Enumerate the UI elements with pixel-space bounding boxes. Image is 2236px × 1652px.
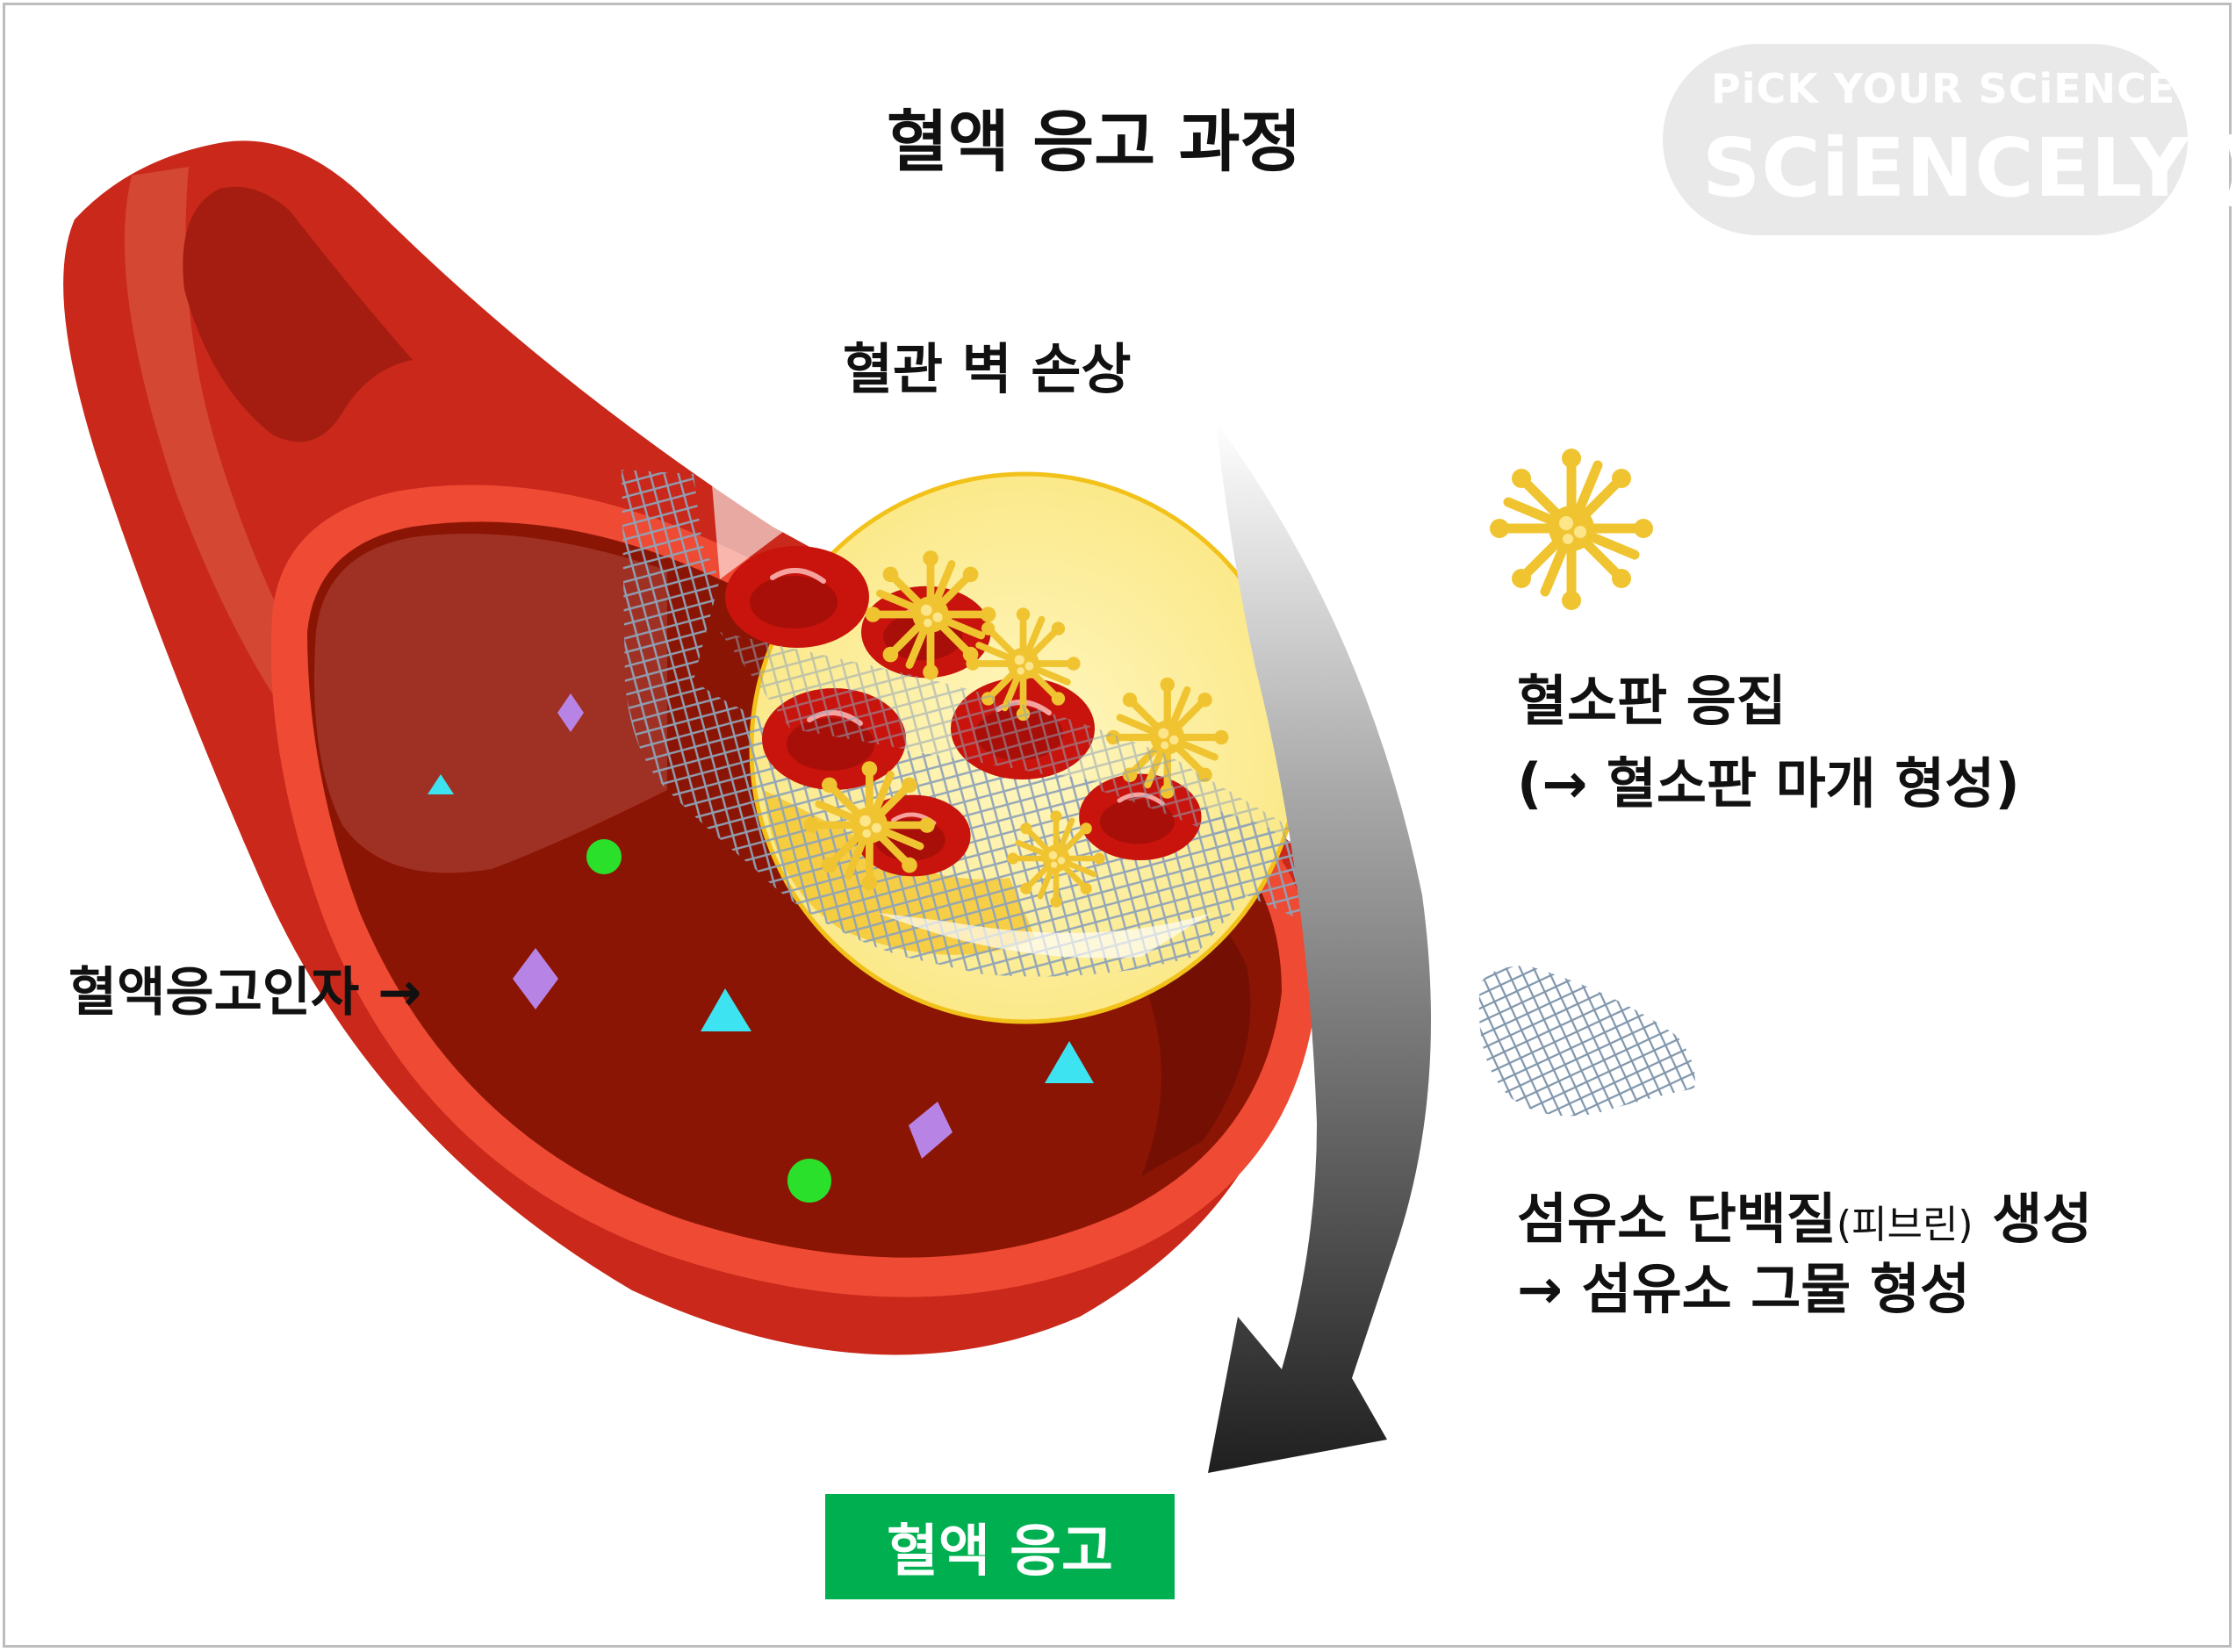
label-fibrin-production: 섬유소 단백질(피브린) 생성 [1517,1174,2092,1253]
clotting-factor-circle [586,839,622,874]
red-blood-cell-icon [725,546,869,648]
label-vessel-injury: 혈관 벽 손상 [843,337,1132,401]
label-clotting-factor: 혈액응고인자 → [68,962,422,1024]
label-fibrin-main: 섬유소 단백질 [1517,1187,1837,1251]
clotting-factor-triangle [428,774,454,794]
clotting-factor-triangle [701,988,751,1031]
vessel-inner-shade [183,186,413,442]
label-platelet-plug: (→ 혈소판 마개 형성) [1517,751,2020,815]
label-fibrin-net: → 섬유소 그물 형성 [1517,1257,1970,1321]
label-platelet-aggregation: 혈소판 응집 [1517,669,1787,733]
result-label: 혈액 응고 [887,1519,1113,1584]
fibrin-mesh-icon [1478,966,1695,1117]
process-arrow-icon [1208,421,1431,1473]
platelet-icon [1490,449,1653,610]
clotting-factor-triangle [1045,1041,1094,1083]
page-title: 혈액 응고 과정 [887,103,1302,181]
label-fibrin-paren: (피브린) [1836,1203,1974,1247]
logo-name: SCiENCELY:) [1702,121,2236,215]
sciencely-logo: PiCK YOUR SCiENCE SCiENCELY:) [1663,44,2236,235]
clotting-factor-diamond [513,948,558,1009]
clotting-factor-diamond [909,1102,953,1159]
logo-tagline: PiCK YOUR SCiENCE [1711,65,2176,112]
clotting-factor-diamond [557,693,584,732]
diagram-frame [3,3,2232,1648]
label-fibrin-tail: 생성 [1973,1187,2093,1251]
result-badge: 혈액 응고 [825,1494,1175,1599]
clotting-factor-circle [787,1159,831,1203]
